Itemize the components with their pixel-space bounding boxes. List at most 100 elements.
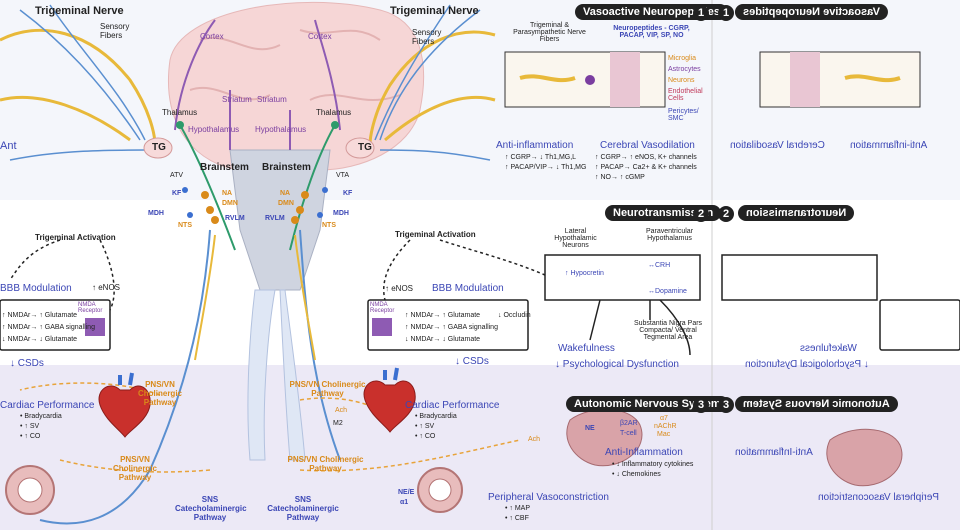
dmn-label-right: DMN (278, 200, 294, 207)
nmda-receptor-icon-left (85, 318, 105, 336)
sensory-fiber-left (9, 4, 146, 161)
spleen-illustration-right (826, 428, 903, 487)
center-cardiac: Cardiac Performance (405, 400, 500, 411)
left-pnsvn2: PNS/VN Cholinergic Pathway (112, 455, 157, 482)
yellow-descending-right (294, 234, 316, 361)
panel3-title-mirror: Autonomic Nervous System (735, 396, 898, 412)
panel1-ai1: ↑ CGRP→ ↓ Th1,MG,L (505, 154, 577, 161)
center-glut1: ↑ NMDAr→ ↑ Glutamate (405, 312, 481, 319)
nts-label-right: NTS (322, 222, 336, 229)
left-gaba: ↑ NMDAr→ ↑ GABA signalling (2, 324, 95, 331)
panel3-number-mirror: 3 (718, 397, 734, 413)
panel3-anti: Anti-Inflammation (605, 447, 683, 458)
panel1-v1: ↑ CGRP→ ↑ eNOS, K+ channels (595, 154, 697, 161)
brainstem-nuclei (201, 191, 309, 224)
panel1-neurons: Neurons (668, 77, 695, 84)
thalamus-line-left (179, 124, 236, 251)
cortex-pathway-left (174, 19, 216, 131)
panel1-endothelial: Endothelial Cells (668, 88, 703, 102)
tg-ganglion-left (143, 137, 173, 159)
hypothalamus-label-left: Hypothalamus (188, 125, 240, 134)
trig-activation-arrow-center-2 (439, 239, 546, 276)
brainstem-label-left: Brainstem (200, 162, 249, 173)
panel2-title-mirror: Neurotransmission (738, 205, 855, 221)
panel2-title-mirror-text: Neurotransmission (746, 207, 847, 219)
left-co: • ↑ CO (20, 433, 41, 440)
panel2-paraventricular: Paraventricular Hypothalamus (645, 228, 694, 242)
center-a1: α1 (400, 499, 409, 506)
center-trig-activation: Trigeminal Activation (395, 230, 476, 239)
center-csds: ↓ CSDs (455, 356, 489, 367)
panel1-anti-mirror: Anti-inflammation (850, 140, 928, 151)
center-co: • ↑ CO (415, 433, 436, 440)
left-sns: SNS Catecholaminergic Pathway (175, 495, 247, 522)
na-label-right: NA (280, 190, 291, 197)
brain-shape (168, 1, 425, 176)
nts-label-left: NTS (178, 222, 192, 229)
trig-activation-arrow-left-2 (9, 239, 61, 281)
center-gaba: ↑ NMDAr→ ↑ GABA signalling (405, 324, 498, 331)
panel2-psych-mirror: ↓ Psychological Dysfunction (745, 359, 869, 370)
cholinergic-dashed-center (299, 397, 381, 411)
center-periph: Peripheral Vasoconstriction (488, 492, 609, 503)
mdh-label-right: MDH (333, 210, 349, 217)
center-sv: • ↑ SV (415, 423, 435, 430)
trigeminal-label-left: Trigeminal Nerve (35, 5, 124, 17)
panel1-v3: ↑ NO→ ↑ cGMP (595, 174, 645, 181)
panel2-dopamine: ↔Dopamine (648, 288, 687, 295)
nmda-box-right (879, 299, 960, 351)
left-sv: • ↑ SV (20, 423, 40, 430)
cortex-label-left: Cortex (200, 32, 224, 41)
trigeminal-nerve-right (368, 30, 496, 146)
thalamus-node-right (331, 121, 339, 129)
thalamus-label-left: Thalamus (162, 108, 198, 117)
tg-label-right: TG (358, 142, 372, 153)
panel3-ach: Ach (528, 436, 541, 443)
left-trig-activation: Trigeminal Activation (35, 233, 116, 242)
brainstem-label-right: Brainstem (262, 162, 311, 173)
panel3-i2: • ↓ Chemokines (612, 471, 661, 478)
center-occludin: ↓ Occludin (498, 312, 531, 319)
panel2-hypocretin: ↑ Hypocretin (565, 270, 604, 277)
left-cardiac: Cardiac Performance (0, 400, 95, 411)
brainstem-shape (229, 149, 331, 291)
thalamus-label-right: Thalamus (316, 108, 352, 117)
center-map: • ↑ MAP (505, 505, 531, 512)
trig-activation-arrow-left (99, 239, 115, 311)
vessel-center (417, 467, 463, 513)
panel1-title-mirror: Vasoactive Neuropeptides (735, 4, 888, 20)
center-pnsvn: PNS/VN Cholinergic Pathway (289, 380, 366, 398)
left-brady: • Bradycardia (20, 413, 62, 420)
vta-label: VTA (336, 172, 350, 179)
tg-label-left: TG (152, 142, 166, 153)
sensory-fiber-right (374, 4, 491, 161)
brain-folds (189, 29, 401, 101)
na-label-left: NA (222, 190, 233, 197)
panel1-neuropeptides: Neuropeptides - CGRP, PACAP, VIP, SP, NO (613, 25, 690, 39)
panel1-pericytes: Pericytes/ SMC (668, 108, 699, 122)
panel2-number-mirror: 2 (718, 206, 734, 222)
cholinergic-dashed-low (299, 439, 521, 472)
center-bbb: BBB Modulation (432, 283, 504, 294)
heart-left (98, 372, 151, 438)
left-pnsvn: PNS/VN Cholinergic Pathway (137, 380, 182, 407)
panel2-wakefulness: Wakefulness (558, 343, 615, 354)
cholinergic-dashed-low-left (59, 459, 211, 473)
panel2-arrow-3 (659, 299, 691, 356)
center-pnsvn2: PNS/VN Cholinergic Pathway (287, 455, 364, 473)
cortex-pathway-right (314, 19, 341, 131)
panel2-psych: ↓ Psychological Dysfunction (555, 359, 679, 370)
striatum-label-right: Striatum (257, 95, 287, 104)
panel3-title: Autonomic Nervous System (566, 396, 729, 412)
panel3-ne: NE (585, 425, 595, 432)
vessel-left (5, 465, 55, 515)
panel2-frame-mirror (721, 254, 878, 301)
sensory-fibers-right: Sensory Fibers (412, 28, 442, 46)
panel1-number-mirror: 1 (718, 5, 734, 21)
center-m2: M2 (333, 420, 343, 427)
panel1-vaso: Cerebral Vasodilation (600, 140, 695, 151)
left-bbb: BBB Modulation (0, 283, 72, 294)
tg-ganglion-right (345, 137, 375, 159)
thalamus-line-right (289, 124, 336, 251)
